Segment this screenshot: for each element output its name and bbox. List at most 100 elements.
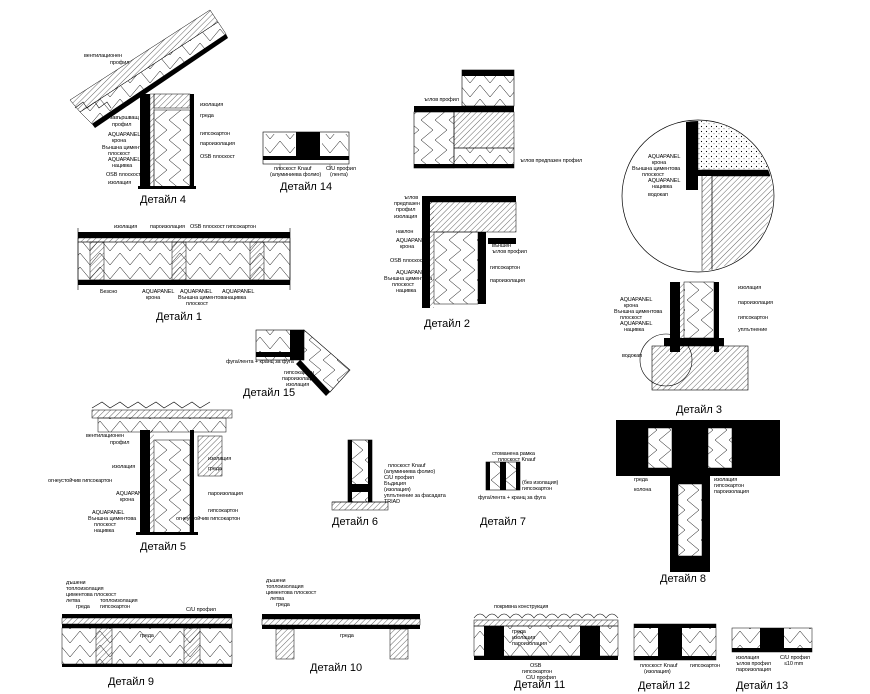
label: гипсокартон xyxy=(738,315,768,321)
label: летва xyxy=(270,596,285,602)
label: изолация xyxy=(114,224,138,230)
detail-15-drawing xyxy=(255,329,351,396)
detail-1-drawing xyxy=(77,228,291,290)
label: C/U профил xyxy=(780,655,810,661)
label: нацивка xyxy=(652,184,673,190)
label: (алуминиева фолио) xyxy=(270,172,322,178)
label: Външна циментова xyxy=(178,295,227,301)
label: AQUAPANEL xyxy=(108,157,141,163)
detail-4-title: Детайл 4 xyxy=(140,194,186,206)
label: AQUAPANEL xyxy=(648,154,681,160)
detail-2-drawing xyxy=(413,69,517,308)
label: AQUAPANEL xyxy=(648,178,681,184)
label: плоскост xyxy=(620,315,643,321)
label: изолация xyxy=(714,477,738,483)
label: дъшени xyxy=(66,580,86,586)
detail-13-drawing xyxy=(731,627,813,653)
label: изолация xyxy=(512,635,536,641)
label: греда xyxy=(200,113,214,119)
label: крона xyxy=(624,303,639,309)
label: плоскост Knauf xyxy=(274,166,312,172)
label: плоскост xyxy=(108,151,131,157)
label: гипсокартон xyxy=(690,663,720,669)
label: топлоизолация xyxy=(266,584,304,590)
label: изолация xyxy=(738,285,762,291)
detail-10-drawing xyxy=(261,614,421,660)
detail-11-drawing xyxy=(473,613,619,660)
detail-8-title: Детайл 8 xyxy=(660,573,706,585)
label: AQUAPANEL xyxy=(620,321,653,327)
label: изолация xyxy=(200,102,224,108)
label: ъглов профил xyxy=(492,249,527,255)
label: C/U профил xyxy=(384,475,414,481)
detail-1-title: Детайл 1 xyxy=(156,311,202,323)
label: дъшени xyxy=(266,578,286,584)
label: AQUAPANEL xyxy=(116,491,149,497)
label: плоскост Knauf xyxy=(388,463,426,469)
label: циментова плоскост xyxy=(266,590,317,596)
label: крона xyxy=(146,295,161,301)
label: пароизолация xyxy=(738,300,773,306)
label: C/U профил xyxy=(526,675,556,681)
label: изолация xyxy=(286,382,310,388)
label: Външна циментова xyxy=(88,516,137,522)
detail-12-drawing xyxy=(633,623,717,661)
label: AQUAPANEL xyxy=(108,132,141,138)
label: колона xyxy=(634,487,652,493)
detail-5-title: Детайл 5 xyxy=(140,541,186,553)
label: нацивка xyxy=(226,295,247,301)
label: наклон xyxy=(396,229,414,235)
label: пароизолация xyxy=(208,491,243,497)
label: C/U профил xyxy=(186,607,216,613)
label: греда xyxy=(276,602,290,608)
label: фуга/лента + кранц за фуга xyxy=(478,495,546,501)
label: пароизолация xyxy=(282,376,317,382)
label: гипсокартон xyxy=(284,370,314,376)
label: покривна конструкция xyxy=(494,604,549,610)
label: ≤10 mm xyxy=(784,661,804,667)
label: греда xyxy=(512,629,526,635)
detail-2-title: Детайл 2 xyxy=(424,318,470,330)
label: греда xyxy=(634,477,648,483)
detail-9-title: Детайл 9 xyxy=(108,676,154,688)
label: OSB плоскост xyxy=(200,154,235,160)
label: AQUAPANEL xyxy=(396,238,429,244)
label: Външна циментова xyxy=(102,145,151,151)
label: (лента) xyxy=(330,172,348,178)
label: пароизолация xyxy=(736,667,771,673)
label: циментова плоскост xyxy=(66,592,117,598)
label: изолация xyxy=(108,180,132,186)
label: греда xyxy=(208,466,222,472)
label: крона xyxy=(120,497,135,503)
detail-13-title: Детайл 13 xyxy=(736,680,789,692)
label: крона xyxy=(112,138,127,144)
detail-3-title: Детайл 3 xyxy=(676,404,722,416)
label: гипсокартон xyxy=(200,131,230,137)
label: плоскост xyxy=(642,172,665,178)
label: пароизолация xyxy=(714,489,749,495)
label: ъглов предпазен профил xyxy=(520,158,583,164)
label: плоскост xyxy=(94,522,117,528)
detail-7-title: Детайл 7 xyxy=(480,516,526,528)
label: гипсокартон xyxy=(226,224,256,230)
label: (изолация) xyxy=(644,669,671,675)
label: плоскост Knauf xyxy=(640,663,678,669)
detail-14-title: Детайл 14 xyxy=(280,181,333,193)
detail-5-drawing xyxy=(91,401,233,535)
label: (алуминиева фолио) xyxy=(384,469,436,475)
label: греда xyxy=(140,633,154,639)
detail-4-drawing xyxy=(69,9,228,189)
label: стоманена рамка xyxy=(492,451,535,457)
label: профил xyxy=(112,122,132,128)
label: вентилационен xyxy=(86,433,124,439)
label: уплътнение за фасадата xyxy=(384,493,446,499)
detail-12-title: Детайл 12 xyxy=(638,680,691,692)
label: огнеустойчив гипсокартон xyxy=(48,478,113,484)
detail-14-drawing xyxy=(262,131,350,170)
detail-6-drawing xyxy=(331,439,389,511)
label: нацивка xyxy=(112,163,133,169)
detail-3-drawing xyxy=(621,119,775,391)
label: (без изолация) xyxy=(522,480,559,486)
label: Безсно xyxy=(100,289,118,295)
label: уплътнение xyxy=(738,327,768,333)
